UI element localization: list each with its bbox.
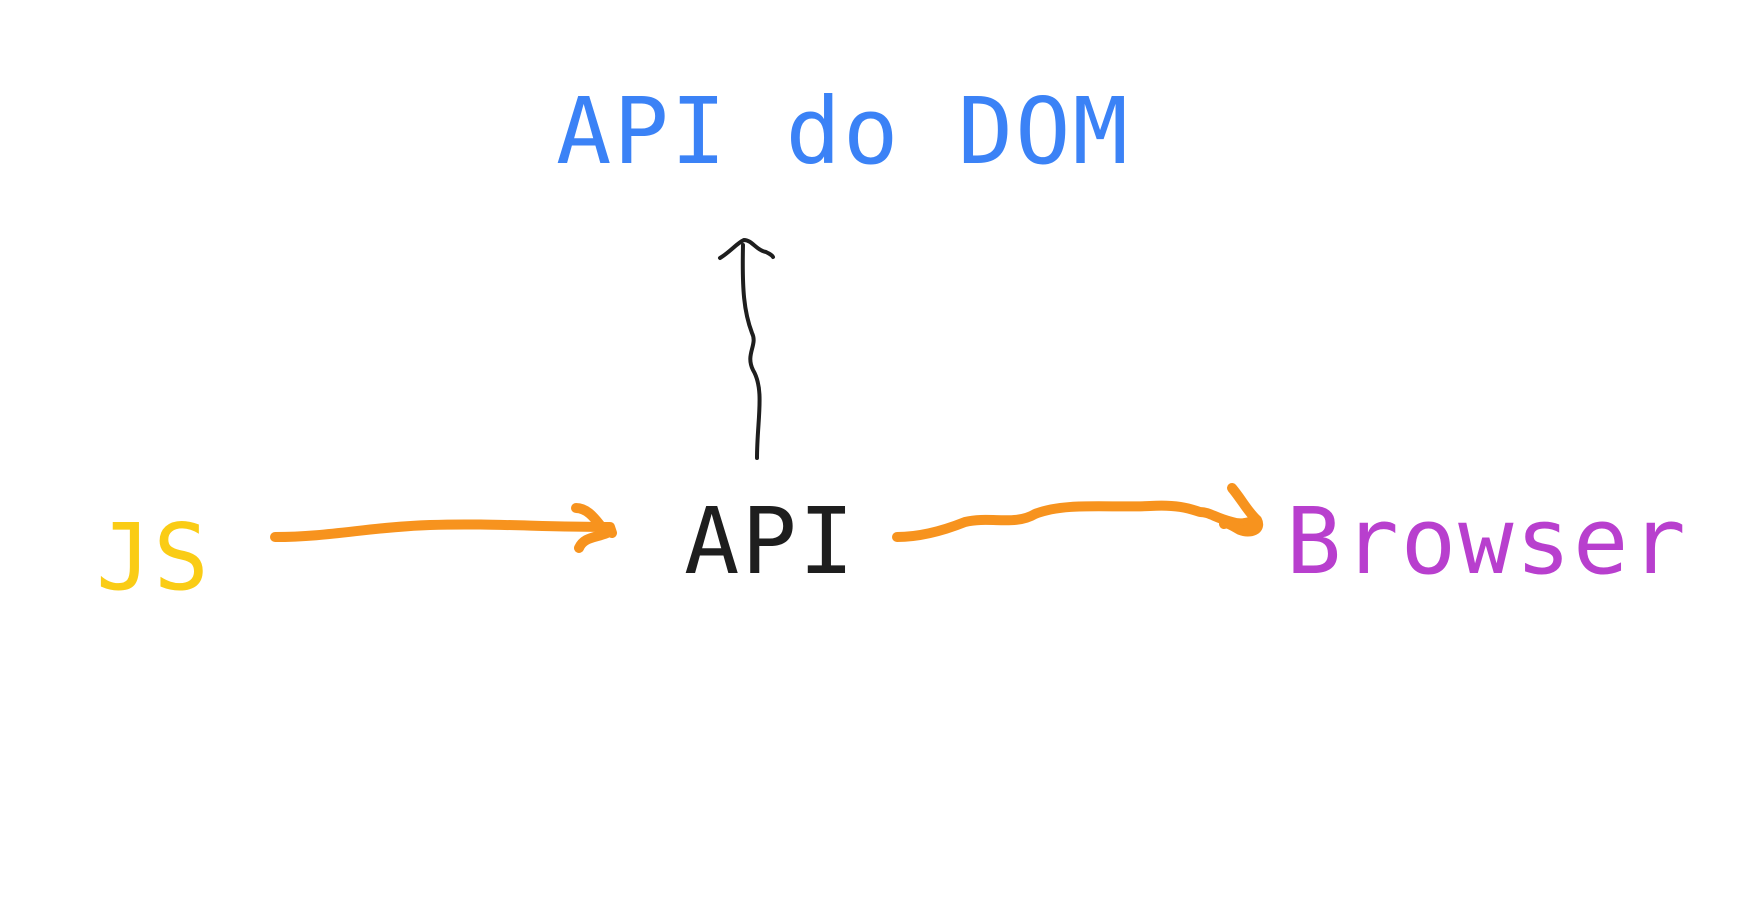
node-dom-api-label: API do DOM <box>556 78 1130 185</box>
node-browser-label: Browser <box>1286 488 1688 595</box>
arrowhead-api-to-browser <box>1219 483 1264 537</box>
arrow-api-to-browser <box>892 500 1260 542</box>
node-api-label: API <box>684 488 857 595</box>
arrowhead-api-to-dom <box>718 238 775 260</box>
node-js-label: JS <box>96 504 211 611</box>
arrowhead-js-to-api <box>571 503 612 553</box>
arrow-js-to-api <box>270 519 617 542</box>
arrow-api-to-dom <box>740 243 762 460</box>
